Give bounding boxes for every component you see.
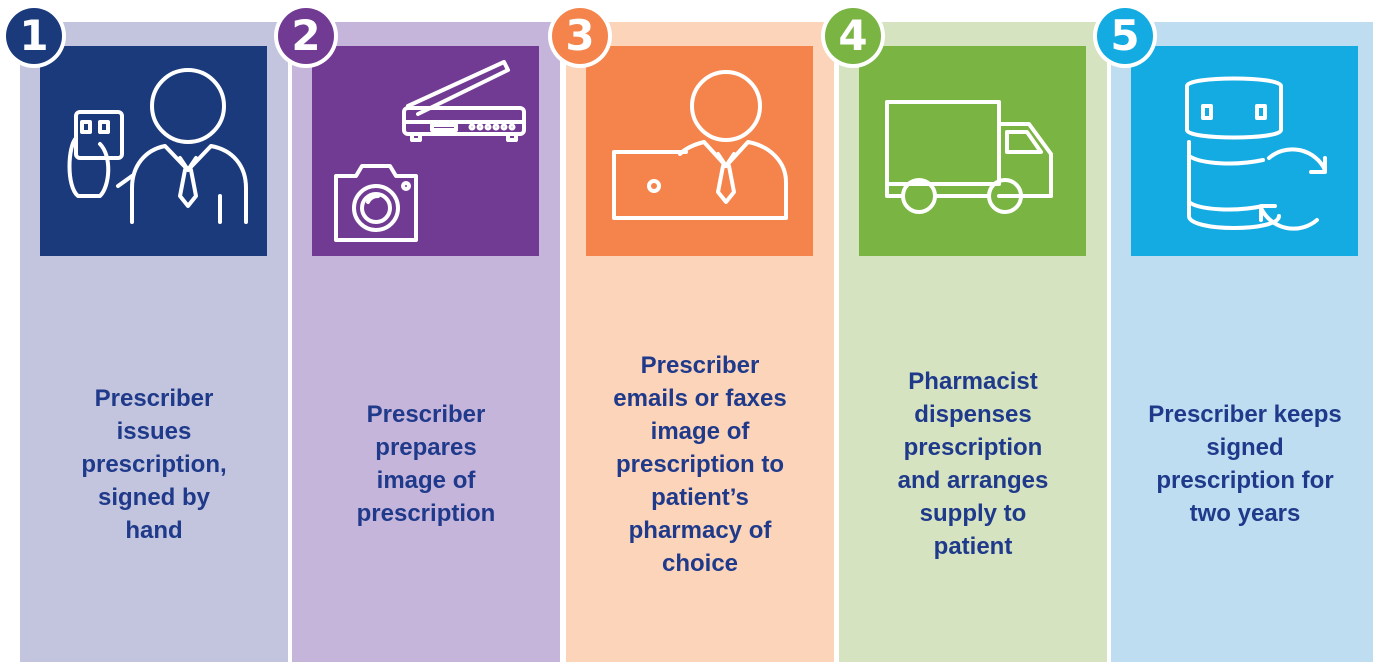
step-2-badge: 2 (274, 4, 338, 68)
step-3-badge: 3 (548, 4, 612, 68)
step-3-text: Prescriber emails or faxes image of pres… (613, 351, 787, 577)
step-4-badge: 4 (821, 4, 885, 68)
delivery-truck-icon (885, 100, 1053, 214)
step-2-column: 2 Prescriber prepares image of prescript… (274, 4, 560, 662)
prescriber-with-pill-bottle-icon (67, 68, 248, 224)
step-3-tile (586, 46, 813, 256)
step-1-tile (40, 46, 267, 256)
step-4-text: Pharmacist dispenses prescription and ar… (897, 368, 1049, 560)
step-5-badge: 5 (1093, 4, 1157, 68)
step-3-column: 3 Prescriber emails or faxes image of pr… (548, 4, 834, 662)
step-5-number: 5 (1097, 8, 1153, 64)
step-1-text: Prescriber issues prescription, signed b… (81, 384, 227, 544)
step-2-number: 2 (278, 8, 334, 64)
step-3-number: 3 (552, 8, 608, 64)
step-5-column: 5 Prescriber keeps signed prescription f… (1093, 4, 1373, 662)
step-4-number: 4 (825, 8, 881, 64)
step-1-badge: 1 (2, 4, 66, 68)
step-1-column: 1 Prescriber issues prescription, signed… (2, 4, 288, 662)
step-4-tile (859, 46, 1086, 256)
step-2-text: Prescriber prepares image of prescriptio… (356, 401, 496, 527)
prescriber-with-laptop-icon (612, 70, 788, 220)
step-5-tile (1131, 46, 1358, 256)
step-2-tile (312, 46, 539, 256)
step-1-number: 1 (6, 8, 62, 64)
step-5-text: Prescriber keeps signed prescription for… (1148, 401, 1342, 527)
pill-bottle-refresh-icon (1185, 76, 1327, 231)
step-4-column: 4 Pharmacist dispenses prescription and … (821, 4, 1107, 662)
scanner-and-camera-icon (334, 60, 526, 242)
